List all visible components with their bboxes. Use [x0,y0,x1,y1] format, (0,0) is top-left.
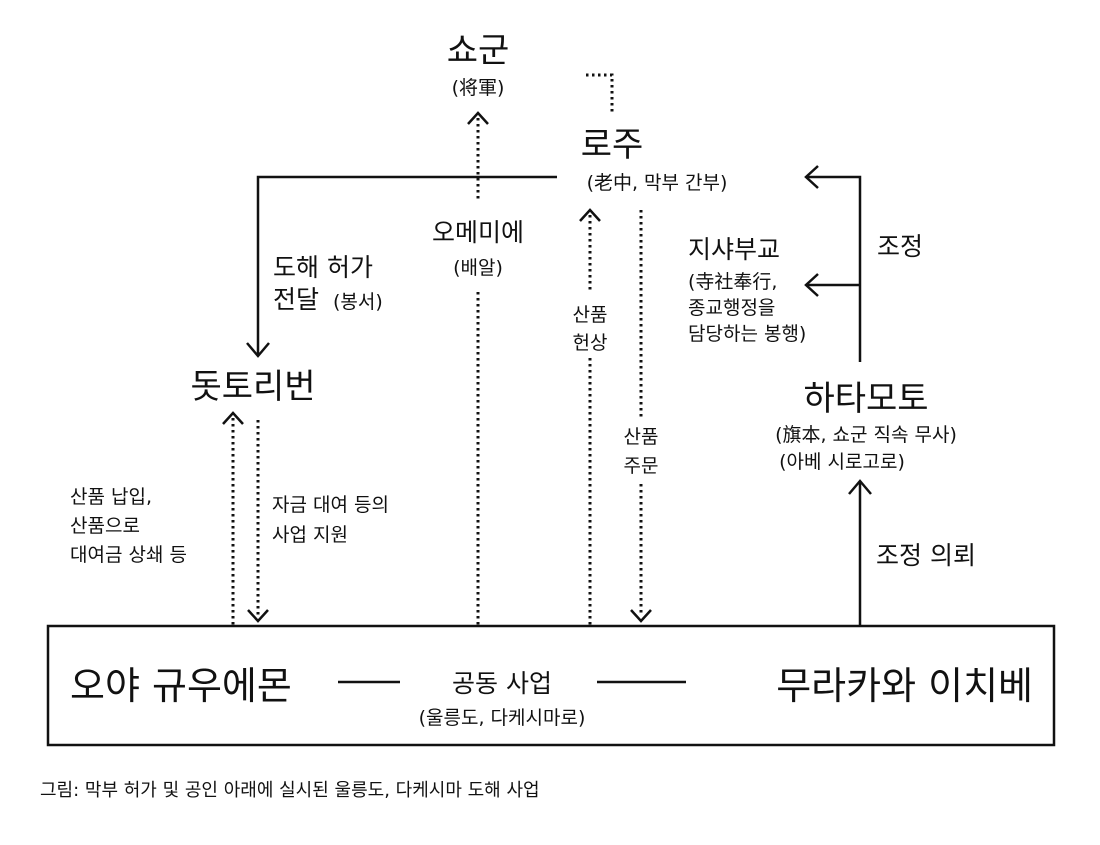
deliver-text-1: 산품 납입, [70,486,152,508]
letter-label: (봉서) [333,291,383,313]
roju-subtitle: (老中, 막부 간부) [587,172,728,194]
omemie-label: 오메미에 [432,218,524,247]
omemie-sublabel: (배알) [453,257,503,279]
support-text-1: 자금 대여 등의 [272,494,389,516]
tribute-arrow [579,208,601,625]
adjust-arrows [804,165,862,362]
omemie-arrow [467,111,489,625]
hatamoto-sub-1: (旗本, 쇼군 직속 무사) [775,424,957,446]
hatamoto-sub-2: (아베 시로고로) [779,451,905,473]
adjust-label: 조정 [877,232,923,261]
deliver-text-2: 산품으로 [70,515,140,537]
tribute-text-1: 산품 [573,304,608,326]
tottori-title: 돗토리번 [190,367,315,407]
hatamoto-title: 하타모토 [803,379,928,419]
figure-caption: 그림: 막부 허가 및 공인 아래에 실시된 울릉도, 다케시마 도해 사업 [40,780,540,801]
merchants-box [46,624,1056,747]
deliver-text-3: 대여금 상쇄 등 [70,544,187,566]
deliver-up-arrow [222,411,244,625]
shogun-title: 쇼군 [447,31,510,71]
roju-shogun-dotted-link [586,73,614,115]
tribute-text-2: 헌상 [573,332,608,354]
support-text-2: 사업 지원 [272,524,348,546]
permit-label: 도해 허가 [273,253,373,282]
deliver-label: 전달 [273,285,319,314]
shogun-subtitle: (将軍) [452,77,505,99]
jishabugyo-sub-2: 종교행정을 [688,297,775,319]
joint-sublabel: (울릉도, 다케시마로) [419,707,586,729]
adjust-request-arrow [848,479,872,625]
order-arrow [630,210,652,623]
roju-title: 로주 [581,125,644,165]
jishabugyo-sub-3: 담당하는 봉행) [688,323,806,345]
order-text-1: 산품 [624,426,659,448]
order-text-2: 주문 [624,455,659,477]
permit-arrow [246,175,557,358]
oya-title: 오야 규우에몬 [70,664,292,708]
support-down-arrow [247,420,269,623]
murakawa-title: 무라카와 이치베 [776,664,1033,708]
adjust-request-label: 조정 의뢰 [876,541,976,570]
joint-label: 공동 사업 [452,669,552,698]
jishabugyo-title: 지샤부교 [688,235,780,264]
jishabugyo-sub-1: (寺社奉行, [688,271,777,293]
